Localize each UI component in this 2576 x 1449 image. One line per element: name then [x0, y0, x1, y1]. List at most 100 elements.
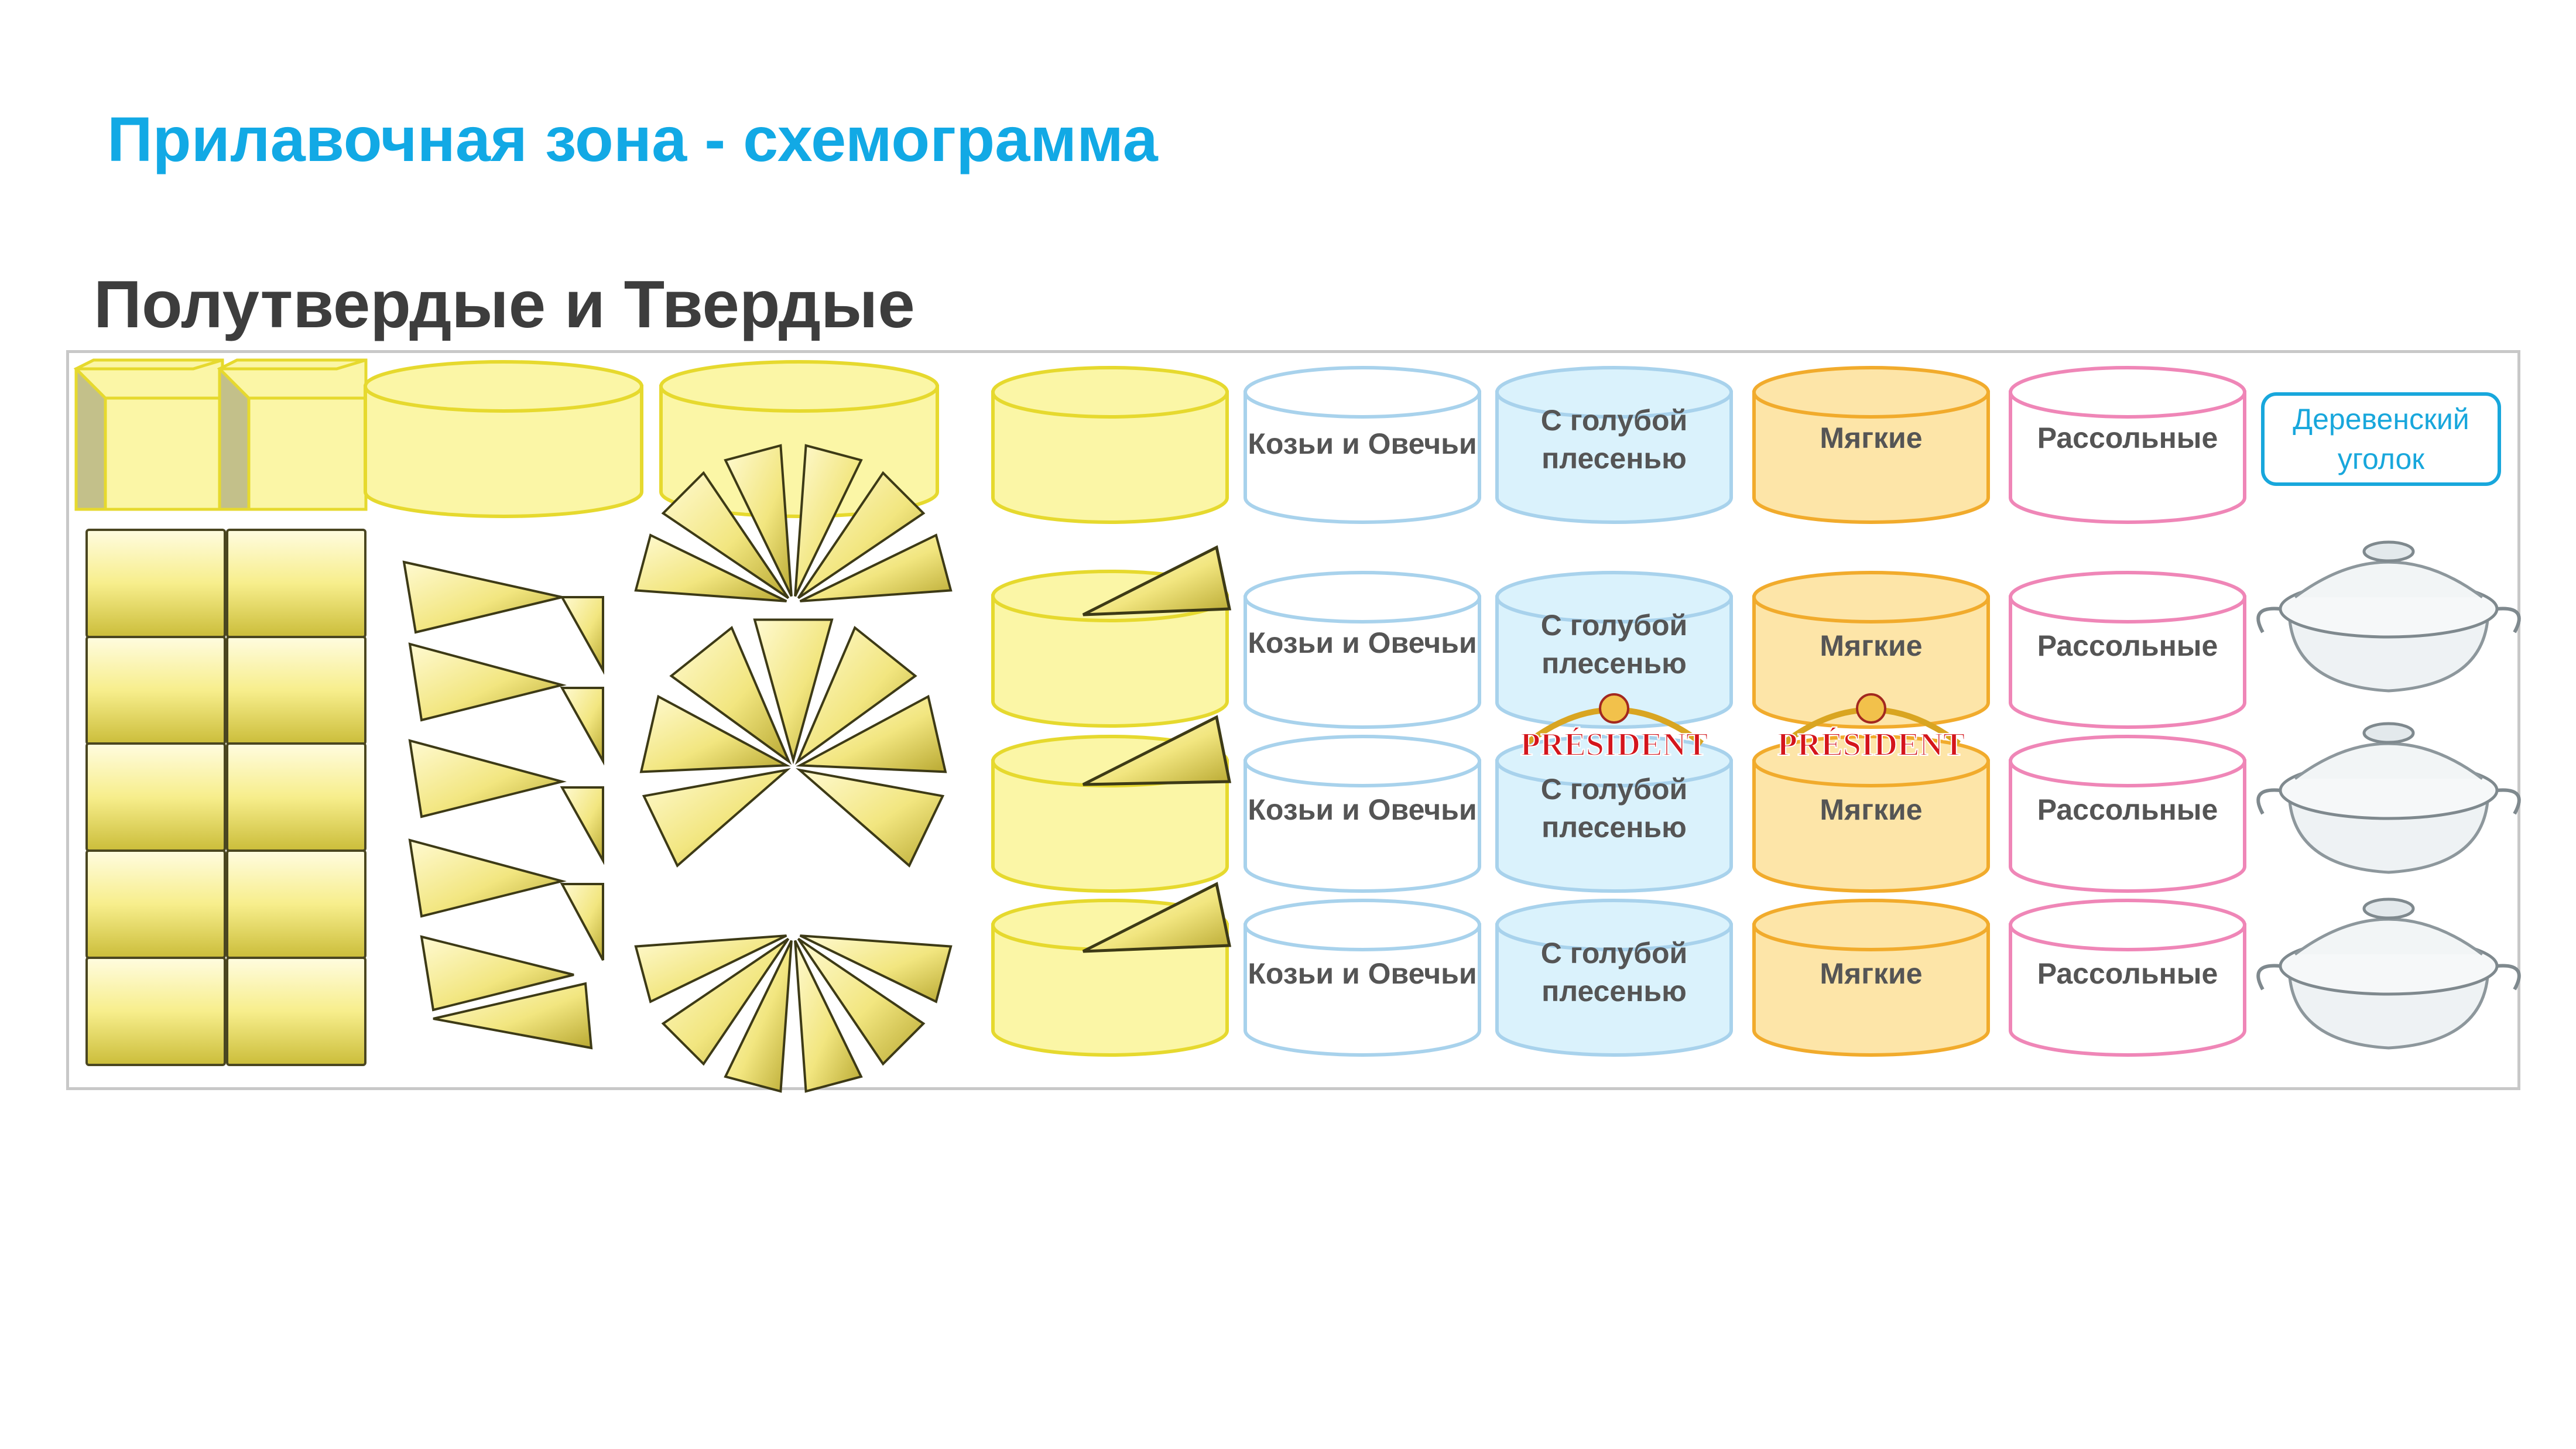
pot-lid [2294, 742, 2483, 780]
cylinder-body [1244, 390, 1481, 524]
cylinder-top [991, 366, 1229, 419]
pot-handle-right [2496, 607, 2521, 633]
hard-cheese-block [226, 957, 366, 1066]
cheese-wedge-icon [661, 471, 790, 600]
village-corner-label-1: Деревенский [2293, 403, 2469, 436]
cylinder-top [1752, 366, 1990, 419]
cheese-wheel-icon [1244, 899, 1481, 1057]
cylinder-body [364, 385, 643, 518]
cylinder-top [1495, 571, 1733, 624]
cylinder-body [1752, 595, 1990, 729]
cylinder-body [1495, 595, 1733, 729]
cylinder-top [1752, 899, 1990, 951]
cheese-wheel-icon [1495, 735, 1733, 893]
cheese-cube-icon [217, 358, 368, 511]
cheese-wheel-icon [364, 360, 643, 518]
cheese-wedge-icon [560, 786, 604, 865]
cylinder-body [1244, 595, 1481, 729]
pot-handle-right [2496, 964, 2521, 991]
cheese-wheel-icon [1495, 366, 1733, 524]
cylinder-body [1495, 923, 1733, 1057]
cheese-wedge-icon [794, 625, 917, 765]
cheese-wedge-icon [560, 687, 604, 766]
soft-cheese-label: Мягкие [1820, 629, 1922, 662]
cylinder-top [1244, 571, 1481, 624]
cylinder-body [2009, 759, 2246, 893]
cheese-wheel-icon [991, 366, 1229, 524]
cheese-wedge-icon [408, 838, 567, 918]
cheese-wedge-icon [560, 596, 604, 675]
pot-knob [2362, 898, 2415, 920]
logo-emblem [1599, 693, 1629, 724]
pot-lid [2294, 560, 2483, 599]
brine-cheese-label: Рассольные [2037, 422, 2218, 454]
soft-cheese-label: Мягкие [1820, 793, 1922, 826]
soft-cheese-label: Мягкие [1820, 957, 1922, 990]
cheese-wedge-icon [797, 471, 926, 600]
cheese-wedge-icon [669, 625, 792, 765]
cheese-wedge-icon [794, 940, 863, 1093]
blue-mold-label: С голубой [1541, 609, 1688, 642]
cylinder-body [1244, 759, 1481, 893]
cylinder-top [1752, 571, 1990, 624]
cylinder-top [1495, 366, 1733, 419]
goat-sheep-label: Козьи и Овечьи [1248, 957, 1477, 990]
cylinder-top [2009, 366, 2246, 419]
cheese-wedge-icon [420, 935, 574, 1012]
pot-knob [2362, 540, 2415, 563]
cheese-wheel-icon [1244, 366, 1481, 524]
cylinder-top [1244, 899, 1481, 951]
cheese-wheel-icon [1752, 735, 1990, 893]
pot-handle-left [2256, 788, 2281, 815]
cheese-wedge-icon [724, 940, 793, 1093]
hard-cheese-block [85, 957, 226, 1066]
blue-mold-label: плесенью [1542, 811, 1687, 844]
cheese-wedge-icon [634, 934, 787, 1003]
planogram-frame [66, 350, 2520, 1090]
cheese-wedge-icon [433, 982, 593, 1050]
cheese-wheel-icon [2009, 899, 2246, 1057]
village-corner-button[interactable]: Деревенский уголок [2261, 392, 2501, 486]
cheese-wheel-icon [1244, 571, 1481, 729]
cylinder-body [1244, 923, 1481, 1057]
cube-lid [75, 358, 223, 371]
brine-cheese-label: Рассольные [2037, 957, 2218, 990]
hard-cheese-block [226, 636, 366, 745]
cheese-wedge-icon [799, 533, 953, 602]
cheese-cube-icon [73, 358, 224, 511]
cheese-wheel-icon [2009, 735, 2246, 893]
logo-emblem [1856, 693, 1886, 724]
cylinder-body [1752, 923, 1990, 1057]
cheese-wedge-icon [797, 937, 926, 1066]
cube-front [104, 396, 224, 511]
soft-cheese-label: Мягкие [1820, 422, 1922, 454]
cheese-wedge-icon [560, 883, 604, 961]
brine-cheese-label: Рассольные [2037, 793, 2218, 826]
cylinder-top [1244, 735, 1481, 787]
cheese-wedge-icon [724, 444, 793, 597]
pot-lid [2294, 917, 2483, 956]
cheese-wedge-icon [1082, 545, 1232, 616]
cheese-wheel-icon [2009, 366, 2246, 524]
hard-cheese-group [73, 358, 368, 1066]
cylinder-body [2009, 390, 2246, 524]
cylinder-top [2009, 735, 2246, 787]
cheese-wedge-icon [1082, 715, 1232, 786]
president-logo-icon: PRÉSIDENT [1520, 693, 1708, 763]
cube-lid [218, 358, 366, 371]
brine-cheese-label: Рассольные [2037, 629, 2218, 662]
cheese-wedges-group [402, 444, 1232, 1093]
president-logo-icon: PRÉSIDENT [1777, 693, 1965, 763]
cheese-wheel-icon [1752, 366, 1990, 524]
glass-pot-icon [2256, 898, 2521, 1050]
cylinder-body [1752, 390, 1990, 524]
hard-cheese-block [85, 742, 226, 852]
blue-mold-label: С голубой [1541, 404, 1688, 437]
cheese-wedge-icon [796, 694, 947, 773]
blue-mold-label: С голубой [1541, 773, 1688, 806]
hard-cheese-block [226, 529, 366, 638]
goat-sheep-label: Козьи и Овечьи [1248, 793, 1477, 826]
cheese-wedge-icon [634, 533, 787, 602]
